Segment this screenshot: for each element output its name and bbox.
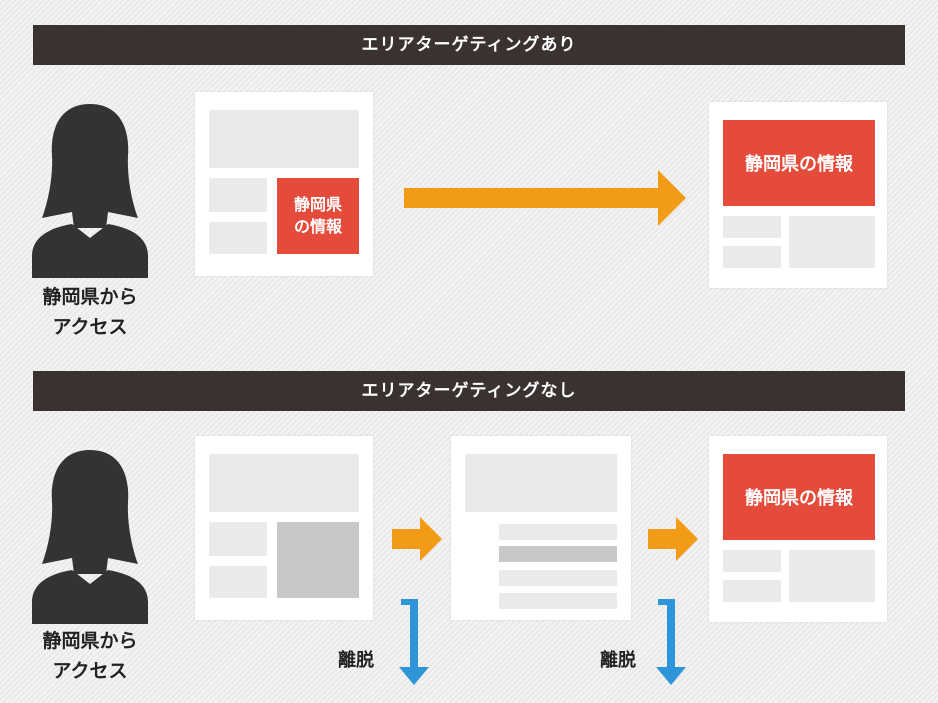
person-icon [32, 450, 148, 624]
content-block [789, 216, 875, 268]
content-row [499, 593, 617, 609]
content-block [209, 566, 267, 598]
info-label-line2: の情報 [293, 217, 342, 236]
person-label-line1: 静岡県から [42, 630, 138, 652]
unrelated-content-box [277, 522, 359, 598]
person-label: 静岡県から アクセス [20, 626, 160, 686]
content-block [209, 178, 267, 212]
content-row [499, 546, 617, 562]
content-block [723, 216, 781, 238]
person-label-line2: アクセス [52, 660, 128, 682]
content-block [209, 222, 267, 254]
content-block [789, 550, 875, 602]
exit-label: 離脱 [338, 650, 374, 671]
shizuoka-info-box: 静岡県 の情報 [277, 178, 359, 254]
content-row [499, 570, 617, 586]
content-block [723, 550, 781, 572]
content-block [209, 522, 267, 556]
intermediate-page-mockup [451, 436, 631, 620]
exit-label: 離脱 [600, 650, 636, 671]
right-arrow-icon [404, 170, 686, 226]
content-block [209, 454, 359, 512]
shizuoka-info-page-mockup: 静岡県の情報 [709, 436, 887, 622]
shizuoka-info-banner: 静岡県の情報 [723, 120, 875, 206]
section-banner-with-targeting: エリアターゲティングあり [33, 25, 905, 65]
info-label-line1: 静岡県 [293, 195, 342, 214]
person-label-line2: アクセス [52, 316, 128, 338]
content-block [723, 246, 781, 268]
content-block [465, 454, 617, 512]
shizuoka-info-banner: 静岡県の情報 [723, 454, 875, 540]
person-label-line1: 静岡県から [42, 286, 138, 308]
shizuoka-info-page-mockup: 静岡県の情報 [709, 102, 887, 288]
content-row [499, 524, 617, 540]
exit-down-arrow-icon [656, 599, 686, 685]
content-block [209, 110, 359, 168]
landing-page-mockup [195, 436, 373, 620]
person-icon [32, 104, 148, 278]
right-arrow-icon [648, 517, 698, 561]
exit-down-arrow-icon [399, 599, 429, 685]
section-banner-without-targeting: エリアターゲティングなし [33, 371, 905, 411]
content-block [723, 580, 781, 602]
person-label: 静岡県から アクセス [20, 282, 160, 342]
landing-page-mockup: 静岡県 の情報 [195, 92, 373, 276]
right-arrow-icon [392, 517, 442, 561]
